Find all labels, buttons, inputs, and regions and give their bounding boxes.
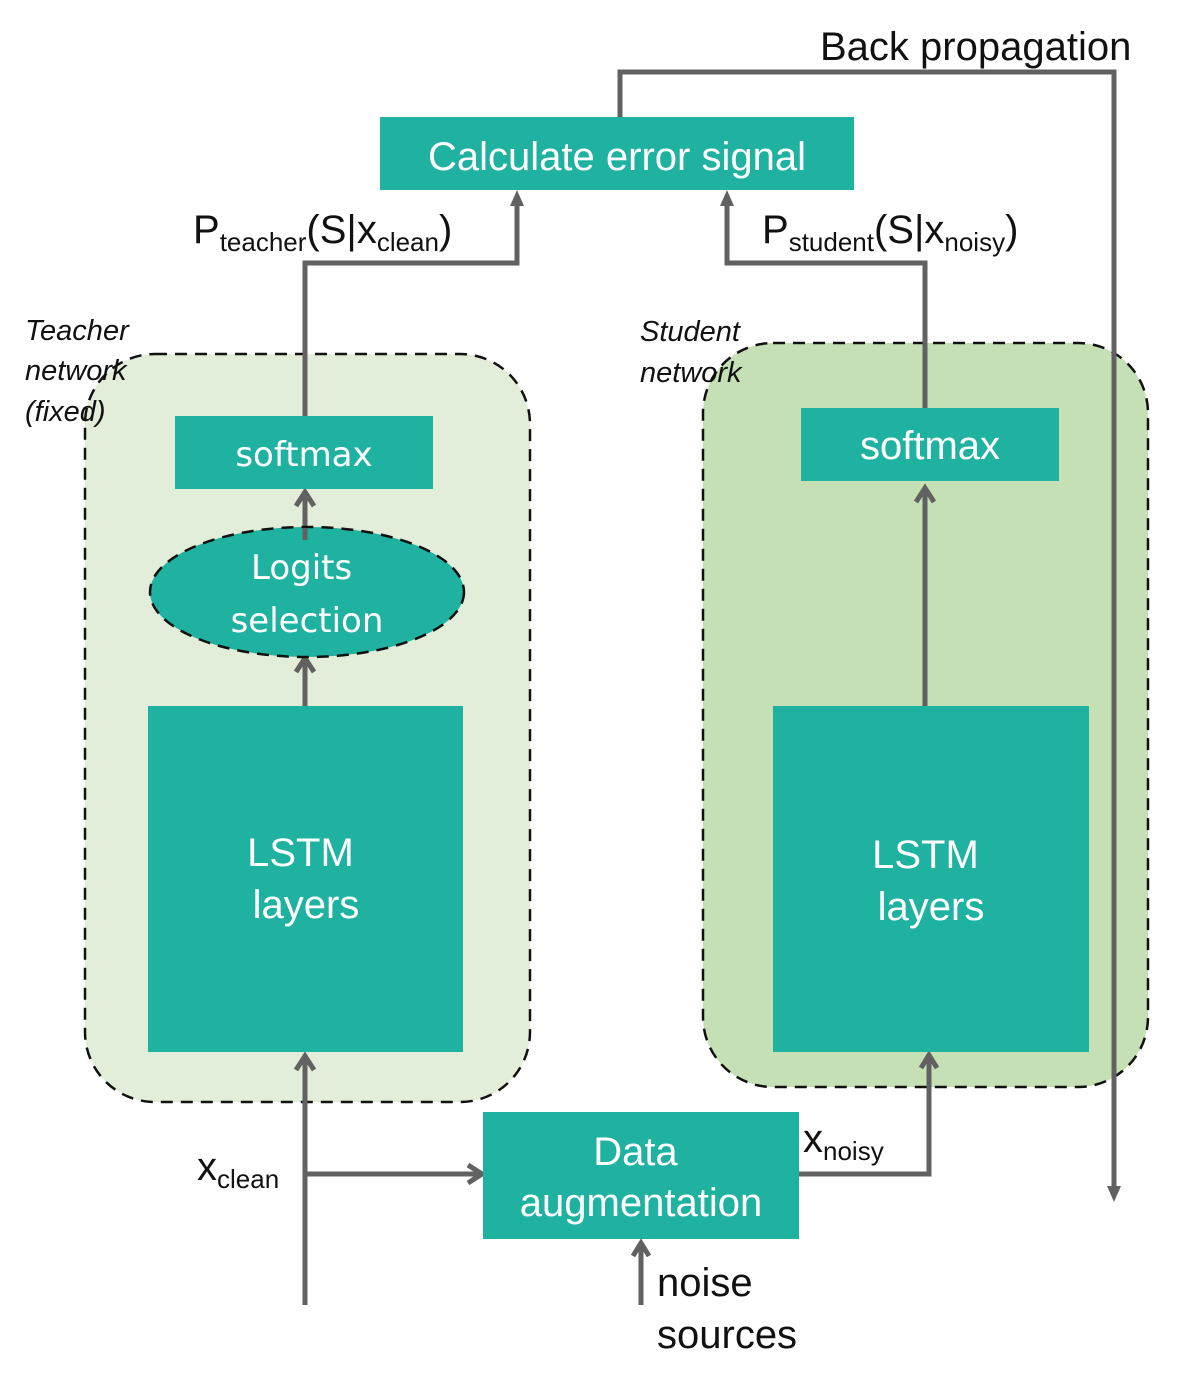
back-propagation-arrowhead-icon — [1107, 1186, 1121, 1202]
teacher-output-arrowhead-icon — [510, 190, 524, 206]
student-softmax-label: softmax — [860, 424, 1000, 468]
data-augmentation-label: Data augmentation — [520, 1130, 762, 1225]
teacher-output-label: Pteacher(S|xclean) — [193, 208, 452, 257]
teacher-lstm-label: LSTM layers — [247, 831, 365, 927]
x-noisy-label: xnoisy — [803, 1117, 884, 1166]
teacher-lstm-box: LSTM layers — [148, 706, 463, 1052]
student-output-arrowhead-icon — [720, 190, 734, 206]
error-signal-label: Calculate error signal — [428, 135, 806, 179]
x-clean-label: xclean — [197, 1145, 279, 1194]
x-noisy-arrowhead-icon — [918, 1050, 940, 1070]
student-output-label: Pstudent(S|xnoisy) — [762, 208, 1018, 257]
student-softmax-box: softmax — [801, 408, 1059, 481]
student-output-line — [724, 205, 928, 408]
student-lstm-box: LSTM layers — [773, 706, 1089, 1052]
error-signal-box: Calculate error signal — [380, 117, 854, 190]
logits-to-softmax-arrowhead-icon — [293, 487, 317, 508]
back-propagation-line — [617, 69, 1117, 1188]
student-region-label: Student network — [640, 316, 748, 389]
teacher-region-label: Teacher network (fixed) — [25, 315, 137, 428]
x-noisy-line — [798, 1058, 932, 1177]
student-lstm-label: LSTM layers — [872, 833, 990, 929]
teacher-output-line — [302, 205, 520, 416]
logits-selection-label: Logits selection — [231, 548, 384, 641]
teacher-softmax-label: softmax — [235, 435, 372, 475]
x-clean-input-arrowhead-icon — [293, 1051, 317, 1072]
back-propagation-label: Back propagation — [820, 25, 1131, 69]
noise-sources-label: noise sources — [657, 1261, 797, 1357]
logits-selection-node: Logits selection — [148, 525, 466, 659]
student-lstm-to-softmax-arrowhead-icon — [913, 483, 937, 504]
connectors — [293, 69, 1121, 1305]
data-augmentation-box: Data augmentation — [483, 1112, 799, 1239]
teacher-softmax-box: softmax — [175, 416, 433, 489]
noise-sources-arrowhead-icon — [630, 1238, 652, 1258]
x-clean-to-augmentation-arrowhead-icon — [466, 1162, 487, 1186]
